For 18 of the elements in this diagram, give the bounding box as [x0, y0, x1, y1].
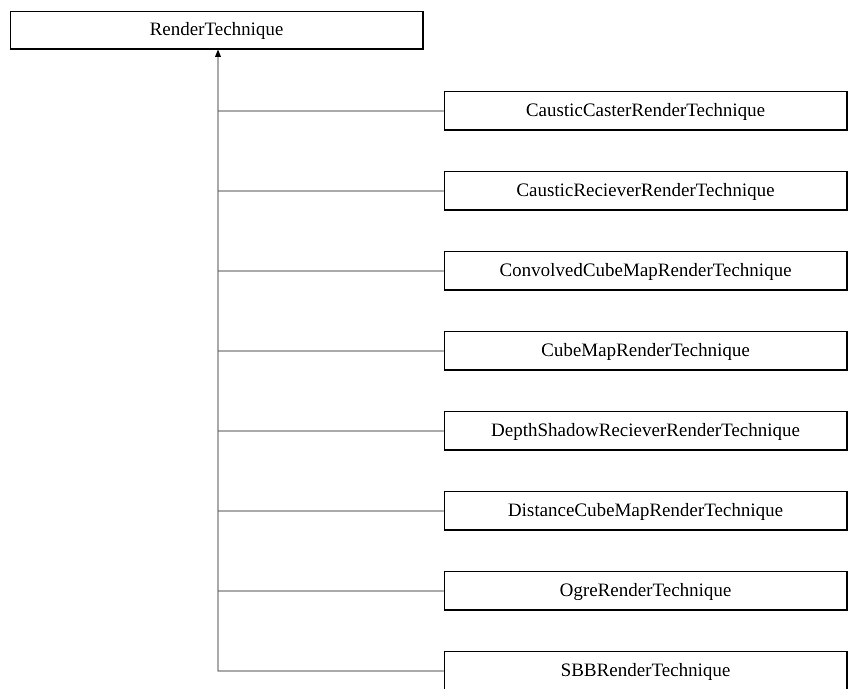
class-box: [444, 331, 848, 371]
class-name: SBBRenderTechnique: [560, 658, 730, 682]
class-box: [444, 91, 848, 131]
class-name: OgreRenderTechnique: [560, 578, 732, 602]
class-name: CausticCasterRenderTechnique: [526, 98, 766, 122]
class-box: [444, 491, 848, 531]
class-name: DepthShadowRecieverRenderTechnique: [491, 418, 800, 442]
class-box: [444, 571, 848, 611]
class-box: [444, 251, 848, 291]
class-box: [444, 411, 848, 451]
class-name: ConvolvedCubeMapRenderTechnique: [499, 258, 792, 282]
class-box: [444, 171, 848, 211]
class-name: RenderTechnique: [150, 18, 284, 42]
class-name: DistanceCubeMapRenderTechnique: [508, 498, 784, 522]
class-name: CubeMapRenderTechnique: [541, 338, 750, 362]
class-name: CausticRecieverRenderTechnique: [516, 178, 775, 202]
class-box: [10, 11, 424, 50]
class-box: [444, 651, 848, 689]
